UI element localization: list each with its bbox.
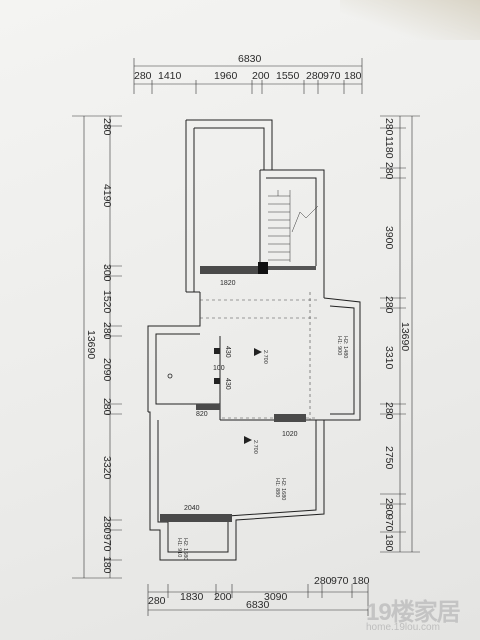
top-seg-4: 1550 [276, 70, 300, 82]
drain-icon [167, 373, 173, 379]
right-seg-10: 180 [383, 534, 395, 552]
stair-top-window-dim: 430 [224, 346, 231, 358]
right-seg-3: 3900 [383, 226, 395, 250]
right-seg-2: 280 [383, 162, 395, 180]
top-seg-0: 280 [134, 70, 152, 82]
right-seg-5: 3310 [383, 346, 395, 370]
right-segment-labels: 280 1180 280 3900 280 3310 280 2750 280 … [383, 118, 395, 552]
right-seg-4: 280 [383, 296, 395, 314]
bottom-seg-6: 180 [352, 575, 370, 587]
left-seg-1: 4190 [101, 184, 113, 208]
top-seg-6: 970 [323, 70, 341, 82]
top-seg-1: 1410 [158, 70, 182, 82]
top-dimension-chain [133, 58, 363, 94]
window-balcony-h2: H2: 1680 [182, 538, 188, 560]
right-total-dim: 13690 [399, 322, 411, 351]
left-seg-10: 180 [101, 556, 113, 574]
bottom-seg-3: 3090 [264, 591, 288, 603]
right-seg-0: 280 [383, 118, 395, 136]
bottom-seg-0: 280 [148, 595, 166, 607]
left-seg-0: 280 [101, 118, 113, 136]
bottom-dimension-chain [147, 584, 369, 616]
left-seg-5: 2090 [101, 358, 113, 382]
level-marker-lower [244, 436, 252, 444]
paper-shadow [340, 0, 480, 40]
small-door-dim: 100 [213, 365, 225, 372]
left-seg-9: 970 [101, 534, 113, 552]
stair [268, 190, 319, 262]
top-seg-2: 1960 [214, 70, 238, 82]
right-seg-8: 280 [383, 498, 395, 516]
window-lower-notes: H1: 880 H2: 1680 [274, 478, 286, 500]
left-seg-3: 1520 [101, 290, 113, 314]
top-seg-3: 200 [252, 70, 270, 82]
lower-opening-dim: 2040 [184, 505, 200, 512]
bottom-seg-5: 970 [331, 575, 349, 587]
bottom-total-dim: 6830 [246, 599, 270, 611]
left-seg-7: 3320 [101, 456, 113, 480]
window-mid-h1: H1: 900 [336, 336, 342, 355]
top-total-dim: 6830 [238, 53, 262, 65]
level-mid-label: 2.700 [262, 350, 268, 364]
bottom-segment-labels: 280 1830 200 3090 280 970 180 [148, 575, 370, 607]
bottom-seg-4: 280 [314, 575, 332, 587]
window-balcony-h1: H1: 910 [176, 538, 182, 557]
window-lower-h1: H1: 880 [274, 478, 280, 497]
dashed-lines [200, 292, 318, 420]
left-dimension-chain [72, 115, 122, 579]
window-mid-notes: H1: 900 H2: 1480 [336, 336, 348, 358]
level-markers [167, 348, 262, 444]
left-seg-6: 280 [101, 398, 113, 416]
right-dimension-chain [380, 115, 420, 553]
left-segment-labels: 280 4190 300 1520 280 2090 280 3320 280 … [101, 118, 113, 574]
window-mid-h2: H2: 1480 [342, 336, 348, 358]
window-lower-h2: H2: 1680 [280, 478, 286, 500]
stair-bottom-window-dim: 430 [224, 378, 231, 390]
right-seg-1: 1180 [383, 136, 395, 159]
level-lower-label: 2.700 [252, 440, 258, 454]
watermark-url: home.19lou.com [366, 622, 440, 633]
small-room-opening-dim: 820 [196, 411, 208, 418]
right-seg-9: 970 [383, 514, 395, 532]
walls [147, 119, 361, 561]
bottom-seg-2: 200 [214, 591, 232, 603]
level-marker-mid [254, 348, 262, 356]
window-balcony-notes: H1: 910 H2: 1680 [176, 538, 188, 560]
left-seg-2: 300 [101, 264, 113, 282]
watermark-logo: 19楼家居 [366, 599, 461, 626]
left-total-dim: 13690 [85, 330, 97, 359]
main-room-opening-dim: 1020 [282, 431, 298, 438]
left-seg-4: 280 [101, 322, 113, 340]
right-seg-6: 280 [383, 402, 395, 420]
upper-opening-dim: 1820 [220, 280, 236, 287]
bottom-seg-1: 1830 [180, 591, 204, 603]
top-segment-labels: 280 1410 1960 200 1550 280 970 180 [134, 70, 362, 82]
top-seg-5: 280 [306, 70, 324, 82]
right-seg-7: 2750 [383, 446, 395, 470]
left-seg-8: 280 [101, 516, 113, 534]
wall-fills [160, 262, 316, 522]
top-seg-7: 180 [344, 70, 362, 82]
